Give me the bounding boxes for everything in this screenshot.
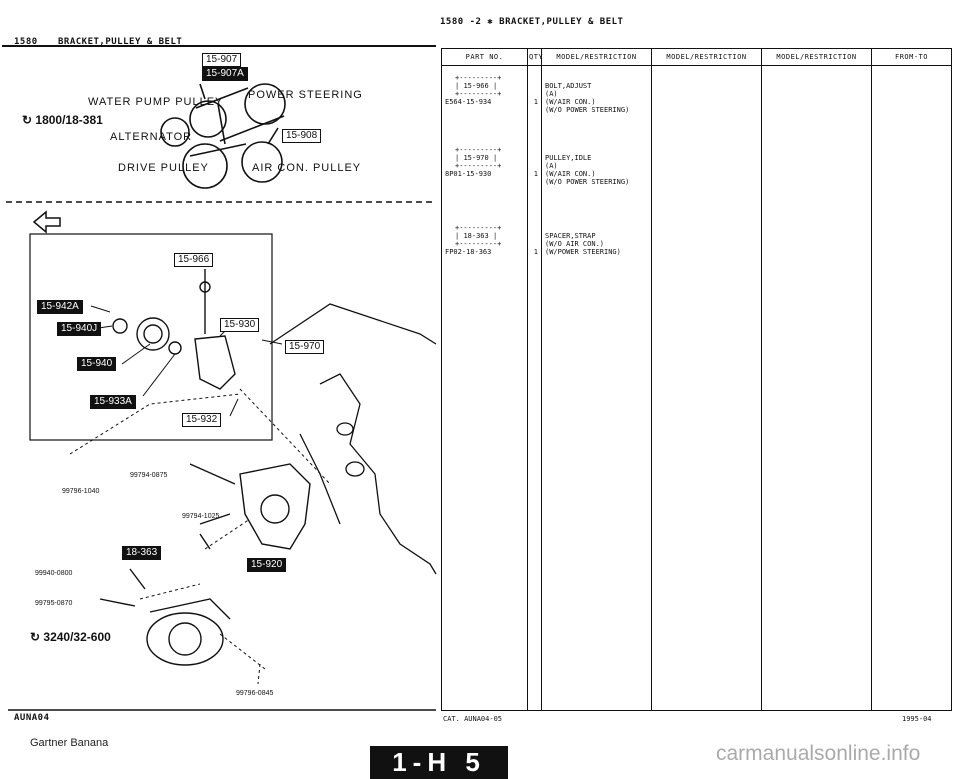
reference-arrow-icon: ↻ [30,630,44,644]
belt-layout [160,83,286,189]
description: SPACER,STRAP (W/O AIR CON.) (W/POWER STE… [545,232,621,256]
bolt-number: 99794-0875 [130,472,168,479]
page-badge: 1-H 5 [370,746,508,779]
drive-pulley-label: DRIVE PULLEY [118,162,209,174]
part-label-15-930: 15-930 [220,318,260,332]
column-header: QTY [527,48,543,66]
air-con-pulley-label: AIR CON. PULLEY [252,162,362,174]
part-label-18-363: 18-363 [122,546,162,560]
left-footer-code: AUNA04 [14,713,50,723]
left-header-title: BRACKET,PULLEY & BELT [58,37,183,47]
reference-3240: ↻ 3240/32-600 [30,630,111,644]
column-header: MODEL/RESTRICTION [651,48,762,66]
catalog-code: CAT. AUNA04-05 [443,715,503,723]
part-label-15-942a: 15-942A [37,300,83,314]
bolt-number: 99940-0800 [35,570,73,577]
quantity: 1 [533,248,538,256]
bolt-number: 99795-0870 [35,600,73,607]
quantity: 1 [533,98,538,106]
description: BOLT,ADJUST (A) (W/AIR CON.) (W/O POWER … [545,82,630,114]
part-label-15-932: 15-932 [182,413,222,427]
reference-arrow-icon: ↻ [22,113,36,127]
part-label-15-907a: 15-907A [202,67,248,81]
water-pump-pulley-label: WATER PUMP PULLEY [88,96,224,108]
part-label-15-970: 15-970 [285,340,325,354]
part-reference: 18-363 [463,232,489,240]
part-reference: 15-970 [463,154,489,162]
alternator-label: ALTERNATOR [110,131,193,143]
description: PULLEY,IDLE (A) (W/AIR CON.) (W/O POWER … [545,154,630,186]
part-label-15-933a: 15-933A [90,395,136,409]
column-header: MODEL/RESTRICTION [541,48,652,66]
page-header: 1580 -2 ✱ BRACKET,PULLEY & BELT [440,17,624,27]
reference-1800: ↻ 1800/18-381 [22,113,103,127]
column-header: PART NO. [441,48,528,66]
table-row: +---------+ | 18-363 | +---------+ FP02-… [441,208,952,284]
parts-table: PART NO. QTY MODEL/RESTRICTION MODEL/RES… [441,48,952,711]
credit-text: Gartner Banana [30,737,109,749]
table-filler-row [441,284,952,711]
catalog-date: 1995-04 [902,715,932,723]
engine-outline [269,303,437,575]
front-direction-icon [32,210,61,234]
part-label-15-908: 15-908 [282,129,322,143]
column-header: MODEL/RESTRICTION [761,48,872,66]
column-header: FROM-TO [871,48,952,66]
bolt-number: 99794-1025 [182,513,220,520]
power-steering-label: POWER STEERING [248,89,363,101]
quantity: 1 [533,170,538,178]
part-number: FP02-18-363 [445,248,492,256]
bolt-number: 99796-0845 [236,690,274,697]
part-label-15-966: 15-966 [174,253,214,267]
part-label-15-920: 15-920 [247,558,287,572]
part-reference: 15-966 [463,82,489,90]
table-row: +---------+ | 15-966 | +---------+ E564-… [441,65,952,132]
left-header-code: 1580 [14,37,38,47]
exploded-diagram [2,45,437,711]
part-label-15-907: 15-907 [202,53,242,67]
part-label-15-940: 15-940 [77,357,117,371]
part-label-15-940j: 15-940J [57,322,102,336]
part-number: E564-15-934 [445,98,492,106]
table-row: +---------+ | 15-970 | +---------+ 8P01-… [441,132,952,208]
bolt-number: 99796-1040 [62,488,100,495]
watermark-text: carmanualsonline.info [716,742,921,765]
part-number: 8P01-15-930 [445,170,492,178]
